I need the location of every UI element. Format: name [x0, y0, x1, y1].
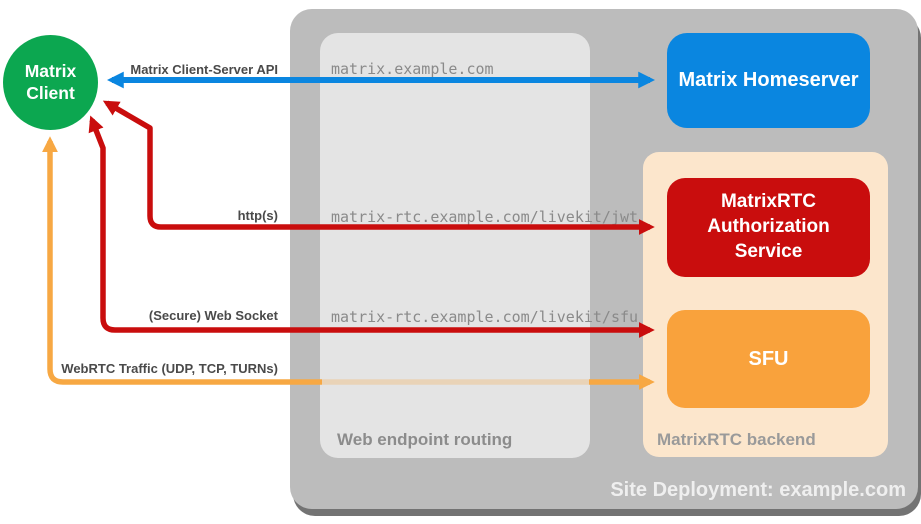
sfu-label: SFU	[748, 347, 789, 370]
matrix-client-node: Matrix Client	[3, 35, 98, 130]
matrix-homeserver-label: Matrix Homeserver	[678, 69, 859, 91]
matrix-client-label-line2: Client	[26, 82, 75, 103]
sfu-node: SFU	[667, 310, 870, 408]
web-endpoint-routing-box	[320, 33, 590, 458]
arrow-webrtc-up	[42, 136, 322, 385]
matrix-client-label-line1: Matrix	[24, 60, 77, 81]
route-label-client-server-api: Matrix Client-Server API	[130, 62, 278, 77]
route-label-https: http(s)	[237, 208, 278, 223]
route-label-webrtc-traffic: WebRTC Traffic (UDP, TCP, TURNs)	[61, 361, 278, 376]
matrixrtc-authorization-service-label: MatrixRTC Authorization Service	[707, 191, 830, 262]
site-deployment-label: Site Deployment: example.com	[610, 479, 906, 501]
matrixrtc-authorization-service-node: MatrixRTC Authorization Service	[667, 178, 870, 277]
matrix-homeserver-node: Matrix Homeserver	[667, 33, 870, 128]
endpoint-url-jwt: matrix-rtc.example.com/livekit/jwt	[331, 208, 639, 226]
endpoint-url-sfu: matrix-rtc.example.com/livekit/sfu	[331, 308, 639, 326]
route-label-websocket: (Secure) Web Socket	[148, 308, 278, 323]
endpoint-url-homeserver: matrix.example.com	[331, 60, 494, 78]
web-endpoint-routing-label: Web endpoint routing	[337, 430, 513, 449]
matrixrtc-backend-label: MatrixRTC backend	[657, 430, 816, 449]
